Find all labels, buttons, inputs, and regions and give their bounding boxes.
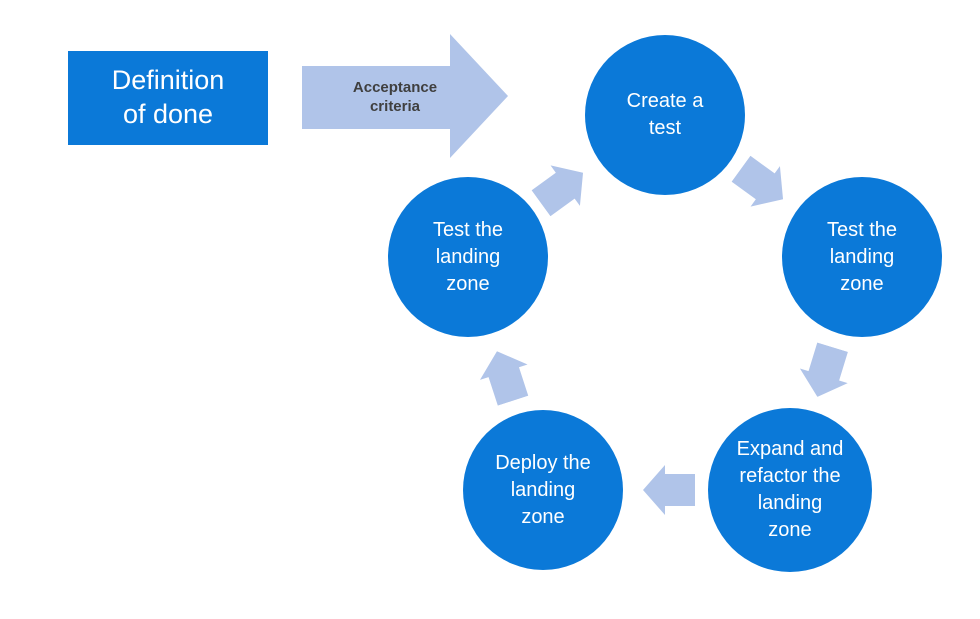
cycle-arrow-deploy-to-test: [473, 344, 537, 409]
cycle-arrow-expand-to-deploy: [643, 465, 695, 515]
cycle-step-expand-and-refactor: Expand and refactor the landing zone: [708, 408, 872, 572]
block-arrow-icon: [731, 155, 784, 207]
cycle-arrow-test-to-expand: [793, 340, 856, 404]
cycle-step-create-a-test: Create a test: [585, 35, 745, 195]
cycle-step-test-landing-zone-right: Test the landing zone: [782, 177, 942, 337]
block-arrow-icon: [643, 465, 695, 515]
cycle-step-deploy-landing-zone: Deploy the landing zone: [463, 410, 623, 570]
cycle-step-test-landing-zone-left: Test the landing zone: [388, 177, 548, 337]
cycle-arrow-create-to-test: [726, 148, 797, 219]
cycle-arrow-test-to-create: [526, 152, 597, 223]
acceptance-criteria-connector: Acceptance criteria: [302, 34, 508, 158]
definition-of-done-box: Definition of done: [68, 51, 268, 145]
block-arrow-icon: [531, 165, 584, 217]
block-arrow-icon: [799, 342, 848, 397]
block-arrow-icon: [479, 351, 529, 406]
acceptance-criteria-label: Acceptance criteria: [352, 78, 438, 115]
right-block-arrow-icon: [302, 34, 508, 158]
